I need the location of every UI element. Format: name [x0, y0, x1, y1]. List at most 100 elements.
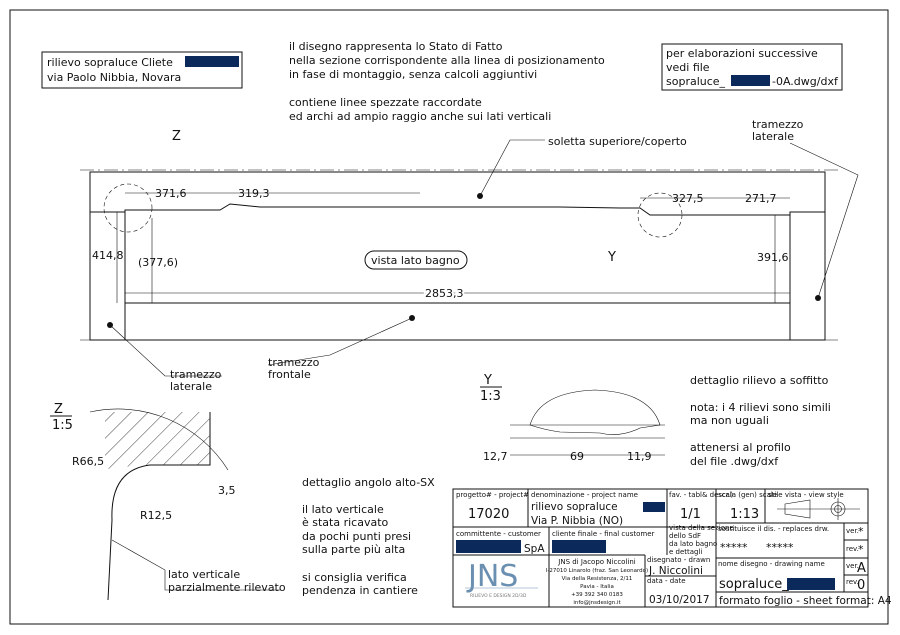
drawing-name: sopraluce_: [719, 577, 789, 592]
detail-z-note: il lato verticale: [302, 503, 384, 516]
description-note: il disegno rappresenta lo Stato di Fatto…: [289, 40, 605, 123]
front-wall: [124, 302, 791, 341]
dim-414: 414,8: [92, 249, 124, 262]
file-note-line: vedi file: [666, 61, 710, 74]
right-wall-label: tramezzo: [752, 118, 804, 131]
detail-z-note: si consiglia verifica: [302, 571, 407, 584]
left-wall: [89, 211, 126, 341]
client-note-line: via Paolo Nibbia, Novara: [47, 71, 181, 84]
ver-value: *: [858, 525, 864, 538]
replaces-value: *****: [720, 541, 748, 554]
sheet-number: 1/1: [680, 507, 701, 522]
company-phone: +39 392 340 0183: [571, 592, 623, 598]
sheet-label: fav. - tabl& descr.): [669, 491, 733, 499]
dim-271: 271,7: [745, 192, 777, 205]
description-line: nella sezione corrispondente alla linea …: [289, 54, 605, 67]
dim-377: (377,6): [138, 256, 178, 269]
project-address: Via P. Nibbia (NO): [531, 515, 623, 527]
view-label: vista lato bagno: [371, 254, 460, 267]
dim-327: 327,5: [672, 192, 704, 205]
drawn-by: J. Niccolini: [648, 565, 703, 577]
rev-label: rev.: [846, 578, 859, 586]
company-address: Via della Resistenza, 2/11: [562, 576, 633, 582]
detail-z-note: dettaglio angolo alto-SX: [302, 476, 435, 489]
company-address: I-27010 Linarolo (fraz. San Leonardo): [546, 568, 648, 574]
company-email: info@jnsdesign.it: [573, 600, 621, 606]
project-name-label: denominazione - project name: [531, 491, 638, 499]
detail-y-note: dettaglio rilievo a soffitto: [690, 374, 829, 387]
redacted-block: [787, 578, 835, 590]
detail-y-marker: [637, 192, 683, 238]
customer-label: committente - customer: [456, 530, 541, 538]
detail-z-note: da pochi punti presi: [302, 530, 411, 543]
date-label: data - date: [647, 577, 686, 585]
front-wall-label: frontale: [268, 368, 311, 381]
replaces-value: *****: [766, 541, 794, 554]
redacted-block: [552, 540, 606, 553]
redacted-block: [643, 502, 665, 512]
dim-11-9: 11,9: [627, 450, 652, 463]
replaces-label: sostituisce il dis. - replaces drw.: [718, 525, 829, 533]
first-angle-projection-icon: [777, 498, 860, 520]
customer-suffix: SpA: [524, 543, 545, 555]
dim-2853: 2853,3: [425, 287, 464, 300]
slab-label: soletta superiore/coperto: [548, 135, 687, 148]
file-note-line: per elaborazioni successive: [666, 47, 818, 60]
detail-z-scale: 1:5: [52, 418, 73, 433]
detail-z-label: Z: [172, 129, 181, 144]
detail-y-label: Y: [607, 250, 616, 265]
rev-value: 0: [857, 578, 865, 593]
file-note-line: sopraluce_: [666, 75, 726, 88]
detail-z-label: parzialmente rilevato: [168, 581, 286, 594]
ver-label: ver.: [846, 527, 859, 535]
client-note-line: rilievo sopraluce Cliete: [47, 56, 173, 69]
detail-z-note: è stata ricavato: [302, 516, 389, 529]
date-value: 03/10/2017: [649, 594, 710, 606]
sheet-border: [9, 9, 889, 625]
right-wall: [789, 211, 826, 341]
redacted-block: [456, 540, 521, 553]
detail-z-note: sulla parte più alta: [302, 543, 405, 556]
rev-value: *: [858, 543, 864, 556]
top-slab: [89, 171, 826, 216]
project-name: rilievo sopraluce: [531, 501, 618, 513]
sheet-desc: vista della sezione: [669, 524, 734, 532]
svg-text:JNS: JNS: [466, 559, 518, 594]
redacted-block: [731, 75, 770, 86]
sheet-format: formato foglio - sheet format: A4: [719, 595, 892, 607]
right-wall-label: laterale: [752, 130, 794, 143]
sheet-desc: dello SdF: [669, 532, 701, 540]
project-number: 17020: [468, 507, 509, 522]
view-style-label: stile vista - view style: [768, 491, 844, 499]
dim-69: 69: [570, 450, 584, 463]
detail-z-marker: [103, 183, 153, 233]
dim-3-5: 3,5: [218, 484, 236, 497]
detail-y-note: del file .dwg/dxf: [690, 455, 779, 468]
scale-label: scala (gen) scale: [718, 491, 777, 499]
detail-z-label: lato verticale: [168, 568, 240, 581]
description-line: ed archi ad ampio raggio anche sui lati …: [289, 110, 551, 123]
ver-value: A: [857, 561, 866, 576]
section-view: Z Y 371,6 319,3 327,5 271,7 414,8 (377,6…: [80, 118, 859, 393]
file-note-line: -0A.dwg/dxf: [772, 75, 839, 88]
detail-y-title: Y: [483, 373, 492, 388]
svg-text:RILIEVO E DESIGN 2D/3D: RILIEVO E DESIGN 2D/3D: [470, 593, 527, 599]
ver-label: ver.: [846, 562, 859, 570]
final-customer-label: cliente finale - final customer: [552, 530, 655, 538]
left-wall-label: laterale: [170, 380, 212, 393]
detail-y: Y 1:3 12,7 69 11,9 dettaglio rilievo a s…: [480, 373, 831, 468]
dim-319: 319,3: [238, 187, 270, 200]
detail-y-scale: 1:3: [480, 389, 501, 404]
detail-y-note: ma non uguali: [690, 414, 769, 427]
left-wall-label: tramezzo: [170, 368, 222, 381]
drawing-name-label: nome disegno - drawing name: [718, 560, 825, 568]
dim-391: 391,6: [757, 251, 789, 264]
scale-value: 1:13: [730, 507, 759, 522]
detail-z-title: Z: [54, 402, 63, 417]
dim-r12: R12,5: [140, 509, 172, 522]
project-label: progetto# - project#: [456, 491, 529, 499]
description-line: in fase di montaggio, senza calcoli aggi…: [289, 68, 537, 81]
file-note-box: per elaborazioni successive vedi file so…: [661, 43, 843, 91]
description-line: il disegno rappresenta lo Stato di Fatto: [289, 40, 503, 53]
